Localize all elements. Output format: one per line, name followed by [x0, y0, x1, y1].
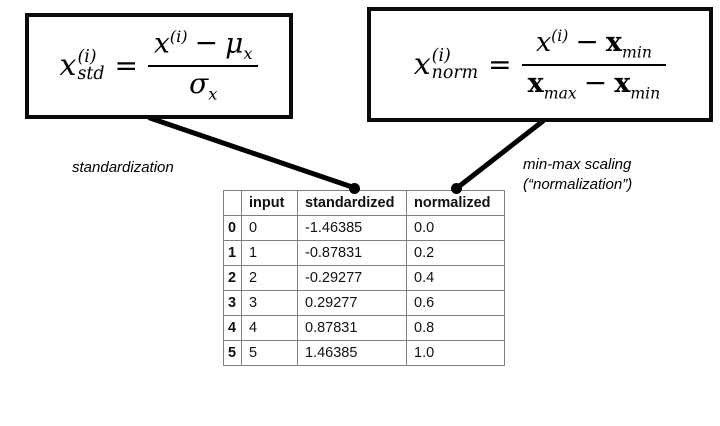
standardization-lhs-superscript: (i)	[77, 47, 97, 68]
row-index: 1	[223, 240, 242, 266]
standardization-formula-box: x(i)std = x(i)−μx σx	[25, 13, 293, 119]
cell-standardized: -0.29277	[297, 265, 407, 291]
standardization-num-mu: μ	[225, 26, 244, 60]
normalization-lhs-superscript: (i)	[431, 45, 451, 66]
standardization-connector-line	[147, 115, 358, 191]
normalization-equals: =	[488, 47, 512, 81]
cell-normalized: 0.0	[406, 215, 505, 241]
table-row: 4 4 0.87831 0.8	[223, 315, 505, 341]
normalization-fraction: x(i)−xmin xmax−xmin	[521, 27, 667, 102]
normalization-num-xmin: x	[605, 27, 622, 59]
table-header-row: input standardized normalized	[223, 190, 505, 216]
normalization-annotation-label: min-max scaling (“normalization”)	[523, 156, 633, 193]
table-row: 2 2 -0.29277 0.4	[223, 265, 505, 291]
data-table-container: input standardized normalized 0 0 -1.463…	[223, 190, 505, 366]
standardization-equals: =	[114, 48, 138, 82]
standardization-numerator: x(i)−μx	[148, 28, 259, 63]
normalized-column-pointer-dot	[451, 183, 462, 194]
cell-input: 1	[241, 240, 298, 266]
normalization-den-xmin-subscript: min	[630, 82, 661, 102]
standardization-lhs-var: x	[59, 47, 77, 83]
standardization-annotation-label: standardization	[72, 159, 174, 176]
table-row: 1 1 -0.87831 0.2	[223, 240, 505, 266]
standardization-lhs: x(i)std	[60, 49, 105, 82]
normalization-formula-math: x(i)norm = x(i)−xmin xmax−xmin	[414, 27, 667, 101]
row-index: 3	[223, 290, 242, 316]
cell-standardized: 1.46385	[297, 340, 407, 366]
standardization-lhs-subscript: std	[77, 63, 105, 84]
standardization-fraction-bar	[147, 65, 259, 68]
table-row: 5 5 1.46385 1.0	[223, 340, 505, 366]
cell-standardized: 0.29277	[297, 290, 407, 316]
normalization-formula-box: x(i)norm = x(i)−xmin xmax−xmin	[367, 7, 713, 122]
cell-normalized: 1.0	[406, 340, 505, 366]
cell-standardized: -1.46385	[297, 215, 407, 241]
normalization-lhs-var: x	[413, 46, 431, 82]
table-row: 0 0 -1.46385 0.0	[223, 215, 505, 241]
cell-standardized: -0.87831	[297, 240, 407, 266]
standardization-num-minus: −	[194, 26, 219, 60]
cell-normalized: 0.4	[406, 265, 505, 291]
cell-standardized: 0.87831	[297, 315, 407, 341]
normalization-num-minus: −	[575, 25, 599, 59]
cell-normalized: 0.2	[406, 240, 505, 266]
row-index: 4	[223, 315, 242, 341]
cell-input: 3	[241, 290, 298, 316]
standardization-denominator: σx	[183, 69, 223, 104]
column-header-normalized: normalized	[406, 190, 505, 216]
standardization-fraction: x(i)−μx σx	[147, 28, 259, 104]
table-header: input standardized normalized	[223, 190, 505, 216]
normalization-den-xmax-subscript: max	[543, 82, 577, 102]
normalization-lhs-subscript: norm	[431, 62, 479, 83]
normalization-den-minus: −	[583, 65, 608, 99]
normalization-denominator: xmax−xmin	[522, 68, 667, 102]
standardization-formula-math: x(i)std = x(i)−μx σx	[60, 28, 259, 104]
row-index: 0	[223, 215, 242, 241]
cell-input: 5	[241, 340, 298, 366]
column-header-standardized: standardized	[297, 190, 407, 216]
table-row: 3 3 0.29277 0.6	[223, 290, 505, 316]
normalization-fraction-bar	[521, 63, 667, 66]
normalization-numerator: x(i)−xmin	[530, 27, 658, 61]
cell-input: 2	[241, 265, 298, 291]
normalization-num-term1-superscript: (i)	[551, 26, 569, 46]
cell-input: 4	[241, 315, 298, 341]
standardization-num-mu-subscript: x	[243, 43, 253, 63]
normalization-lhs: x(i)norm	[414, 48, 478, 81]
cell-normalized: 0.8	[406, 315, 505, 341]
standardization-den-subscript: x	[208, 84, 218, 104]
column-header-index	[223, 190, 242, 216]
normalization-num-xmin-subscript: min	[621, 42, 652, 62]
normalization-den-xmax: x	[527, 67, 544, 99]
standardized-column-pointer-dot	[349, 183, 360, 194]
column-header-input: input	[241, 190, 298, 216]
row-index: 2	[223, 265, 242, 291]
cell-input: 0	[241, 215, 298, 241]
row-index: 5	[223, 340, 242, 366]
standardization-num-term1: x	[153, 26, 170, 60]
normalization-num-term1: x	[535, 27, 552, 59]
standardization-den-sigma: σ	[189, 67, 209, 101]
cell-normalized: 0.6	[406, 290, 505, 316]
results-table: input standardized normalized 0 0 -1.463…	[223, 190, 505, 366]
table-body: 0 0 -1.46385 0.0 1 1 -0.87831 0.2 2 2 -0…	[223, 215, 505, 366]
standardization-num-term1-superscript: (i)	[169, 27, 188, 46]
normalization-den-xmin: x	[614, 67, 631, 99]
